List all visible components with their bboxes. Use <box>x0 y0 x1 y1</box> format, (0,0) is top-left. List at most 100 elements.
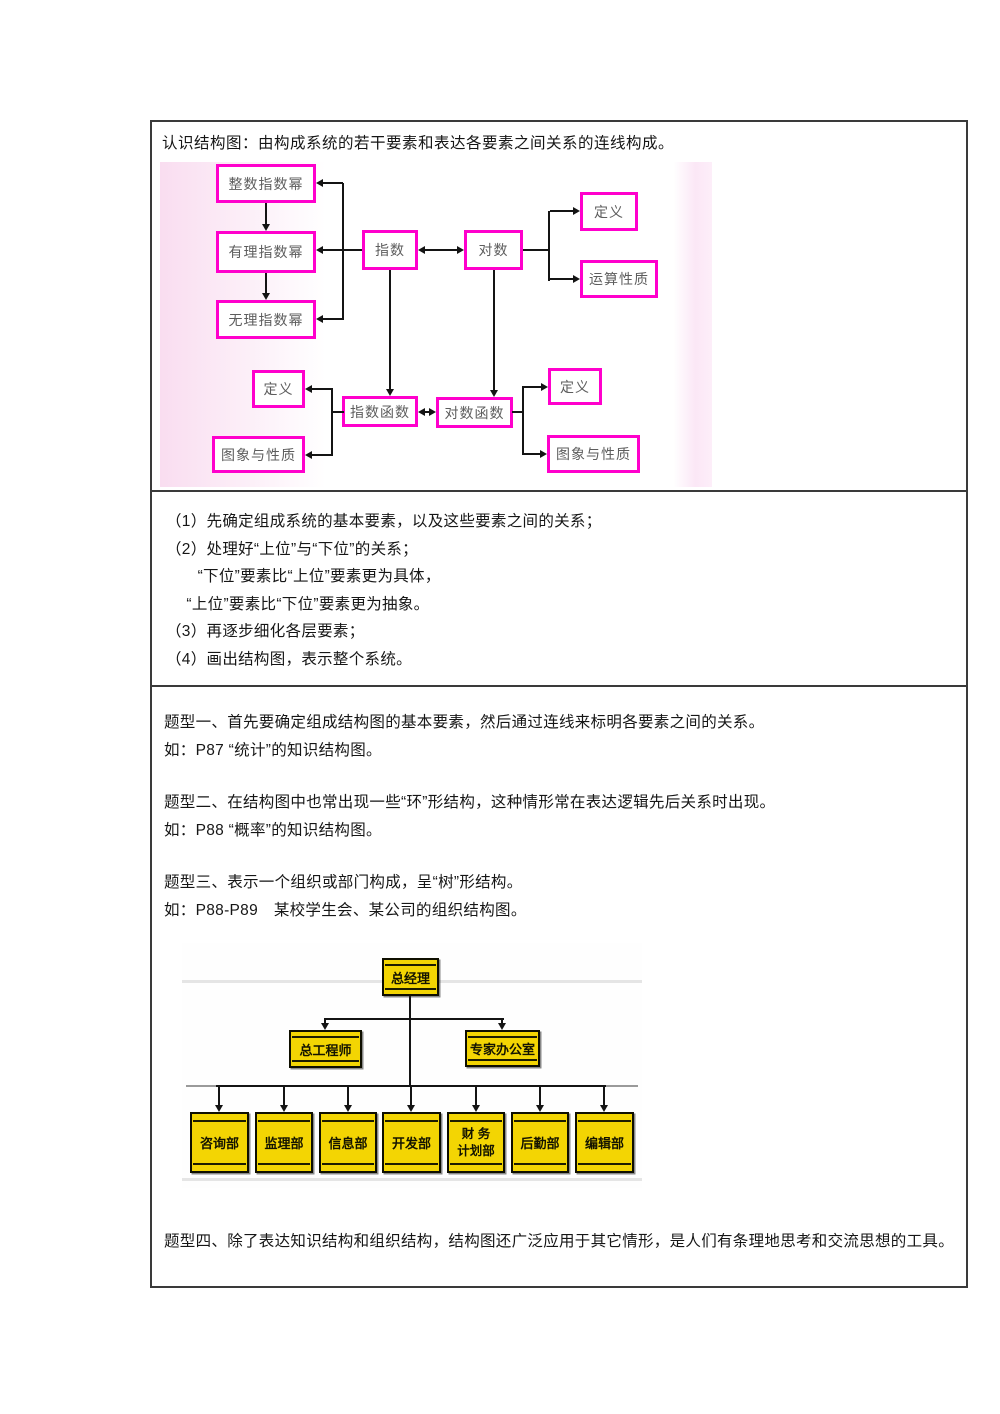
node-rational-power: 有理指数幂 <box>216 231 316 273</box>
arrow-head <box>344 1105 352 1112</box>
arrow-head <box>316 246 323 254</box>
paragraph-type2: 题型二、在结构图中也常出现一些“环”形结构，这种情形常在表达逻辑先后关系时出现。 <box>164 794 776 811</box>
node-logarithm: 对数 <box>464 230 523 270</box>
paragraph-type4: 题型四、除了表达知识结构和组织结构，结构图还广泛应用于其它情形，是人们有条理地思… <box>164 1233 955 1250</box>
arrow-head <box>262 224 270 231</box>
org-node-finance-planning: 财 务 计划部 <box>447 1112 505 1173</box>
node-log-operations: 运算性质 <box>580 260 658 298</box>
arrow-head <box>540 450 547 458</box>
connector-line <box>548 211 550 281</box>
arrow-head <box>457 246 464 254</box>
connector-line <box>475 1085 477 1106</box>
connector-line <box>409 996 411 1086</box>
step-line: （1）先确定组成系统的基本要素，以及这些要素之间的关系； <box>166 513 602 530</box>
connector-line <box>312 454 332 456</box>
connector-line <box>347 1085 349 1106</box>
connector-line <box>603 1085 605 1106</box>
connector-line <box>389 270 391 389</box>
connector-line <box>522 386 524 455</box>
org-node-logistics: 后勤部 <box>511 1112 569 1173</box>
arrow-head <box>536 1105 544 1112</box>
connector-line <box>539 1085 541 1106</box>
node-logfn-definition: 定义 <box>548 368 602 405</box>
section-title: 认识结构图：由构成系统的若干要素和表达各要素之间关系的连线构成。 <box>162 135 675 152</box>
org-node-supervision: 监理部 <box>255 1112 313 1173</box>
connector-line <box>524 453 541 455</box>
connector-line <box>493 270 495 390</box>
paragraph-type2-example: 如：P88 “概率”的知识结构图。 <box>164 822 382 839</box>
org-node-chief-engineer: 总工程师 <box>289 1030 362 1068</box>
node-exp-function: 指数函数 <box>342 396 418 427</box>
content-table: 认识结构图：由构成系统的若干要素和表达各要素之间关系的连线构成。 整数指数幂 有… <box>150 120 968 1288</box>
connector-line <box>550 278 573 280</box>
arrow-head <box>321 1023 329 1030</box>
connector-line <box>322 249 362 251</box>
connector-line <box>322 182 343 184</box>
org-node-development: 开发部 <box>382 1112 441 1173</box>
arrow-head <box>600 1105 608 1112</box>
org-node-general-manager: 总经理 <box>382 958 439 996</box>
org-node-expert-office: 专家办公室 <box>465 1030 540 1067</box>
arrow-head <box>280 1105 288 1112</box>
step-line: （2）处理好“上位”与“下位”的关系； <box>166 540 418 558</box>
paragraph-type1-example: 如：P87 “统计”的知识结构图。 <box>164 742 382 759</box>
node-log-function: 对数函数 <box>436 397 513 428</box>
org-node-consulting: 咨询部 <box>190 1112 249 1173</box>
connector-line <box>265 273 267 294</box>
paragraph-type3: 题型三、表示一个组织或部门构成，呈“树”形结构。 <box>164 874 523 891</box>
arrow-head <box>418 246 425 254</box>
table-row-problem-types: 题型一、首先要确定组成结构图的基本要素，然后通过连线来标明各要素之间的关系。 如… <box>152 685 966 1286</box>
node-expfn-definition: 定义 <box>252 370 305 408</box>
connector-line <box>332 411 344 413</box>
connector-line <box>524 386 542 388</box>
node-log-definition: 定义 <box>580 192 638 231</box>
connector-line <box>283 1085 285 1106</box>
step-line: （4）画出结构图，表示整个系统。 <box>166 650 412 668</box>
arrow-head <box>490 390 498 397</box>
org-node-information: 信息部 <box>319 1112 377 1173</box>
arrow-head <box>573 275 580 283</box>
node-irrational-power: 无理指数幂 <box>216 300 316 339</box>
arrow-head <box>316 315 323 323</box>
node-logfn-graph: 图象与性质 <box>547 435 640 473</box>
arrow-head <box>215 1105 223 1112</box>
connector-line <box>312 388 332 390</box>
table-row-steps: （1）先确定组成系统的基本要素，以及这些要素之间的关系； （2）处理好“上位”与… <box>152 490 966 685</box>
step-line: “下位”要素比“上位”要素更为具体， <box>166 568 441 585</box>
paragraph-type1: 题型一、首先要确定组成结构图的基本要素，然后通过连线来标明各要素之间的关系。 <box>164 714 765 731</box>
org-node-editorial: 编辑部 <box>575 1112 634 1173</box>
arrow-head <box>386 389 394 396</box>
arrow-head <box>305 451 312 459</box>
connector-line <box>331 388 333 456</box>
background-streak <box>182 1178 642 1181</box>
connector-line <box>410 1085 412 1106</box>
node-exponent: 指数 <box>362 230 418 270</box>
arrow-head <box>472 1105 480 1112</box>
arrow-head <box>262 293 270 300</box>
connector-line <box>512 411 524 413</box>
step-line: （3）再逐步细化各层要素； <box>166 623 365 640</box>
connector-line <box>265 203 267 225</box>
connector-line <box>218 1085 220 1106</box>
arrow-head <box>418 408 425 416</box>
connector-line <box>322 318 343 320</box>
arrow-head <box>498 1023 506 1030</box>
table-row-knowledge-diagram: 认识结构图：由构成系统的若干要素和表达各要素之间关系的连线构成。 整数指数幂 有… <box>152 122 966 490</box>
connector-line <box>523 249 550 251</box>
paragraph-type3-example: 如：P88-P89 某校学生会、某公司的组织结构图。 <box>164 902 527 919</box>
arrow-head <box>541 383 548 391</box>
connector-line <box>501 1018 503 1024</box>
node-expfn-graph: 图象与性质 <box>212 436 305 473</box>
arrow-head <box>305 385 312 393</box>
step-line: “上位”要素比“下位”要素更为抽象。 <box>166 595 430 613</box>
connector-line <box>422 411 434 413</box>
connector-line <box>324 1018 504 1020</box>
connector-line <box>342 183 344 320</box>
connector-line <box>550 210 573 212</box>
connector-line <box>324 1018 326 1024</box>
node-integer-power: 整数指数幂 <box>216 164 316 203</box>
org-node-finance-planning-label: 财 务 计划部 <box>457 1126 495 1158</box>
connector-line <box>425 249 457 251</box>
knowledge-structure-diagram: 整数指数幂 有理指数幂 无理指数幂 指数 对数 定义 运算性质 定义 图象与性质… <box>160 162 712 487</box>
